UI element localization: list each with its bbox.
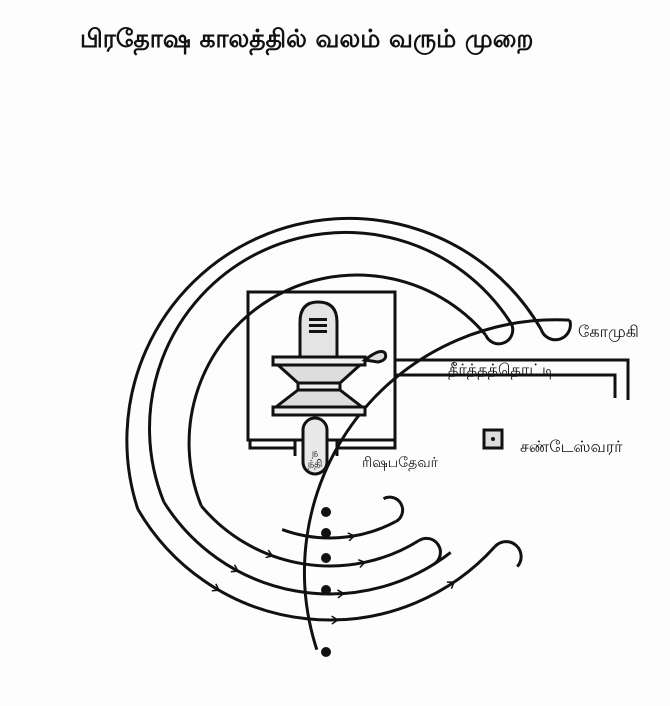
- chandeswarar-label: சண்டேஸ்வரர்: [520, 437, 623, 456]
- start-dot: [321, 507, 331, 517]
- arrow-icon: [446, 581, 456, 590]
- bottom-uturn-middle: [418, 536, 442, 566]
- bottom-uturn-outer: [493, 540, 523, 568]
- arrow-icon: [331, 615, 340, 625]
- path-3: [148, 230, 513, 503]
- theertha-channel: [395, 373, 617, 398]
- arrow-icon: [337, 589, 346, 599]
- arrow-icon: [357, 558, 367, 569]
- gomukhi-label: கோமுகி: [578, 322, 639, 341]
- top-uturn-outer: [539, 319, 572, 342]
- theertha-thotti-label: தீர்த்தத்தொட்டி: [448, 360, 555, 379]
- gomukhi-channel: [395, 358, 630, 400]
- arrow-icon: [211, 583, 221, 592]
- start-dot: [321, 528, 331, 538]
- start-dot: [321, 553, 331, 563]
- shiva-lingam-icon: [271, 300, 388, 417]
- arrow-icon: [230, 564, 240, 573]
- nandi-gap: [248, 440, 397, 456]
- path-2-bottom: [136, 508, 497, 622]
- path-2: [125, 216, 543, 510]
- nandi-icon: [301, 416, 329, 476]
- arrow-icon: [265, 549, 274, 559]
- rishabadevar-label: ரிஷபதேவர்: [362, 455, 438, 471]
- start-dots: [321, 507, 331, 657]
- direction-arrows: [211, 532, 456, 625]
- path-3-bottom: [162, 501, 452, 596]
- inner-path: [281, 520, 397, 540]
- start-dot: [321, 647, 331, 657]
- bottom-uturn-inner: [382, 495, 405, 523]
- start-dot: [321, 585, 331, 595]
- outer-path: [302, 318, 570, 651]
- diagram-title: பிரதோஷ காலத்தில் வலம் வரும் முறை: [80, 24, 534, 53]
- circumambulation-paths: [125, 216, 572, 651]
- arrow-icon: [347, 532, 356, 542]
- path-4-bottom: [200, 505, 420, 568]
- top-uturn-inner: [484, 324, 515, 346]
- path-4: [187, 273, 487, 507]
- nandi-label: நந்தி: [307, 448, 323, 470]
